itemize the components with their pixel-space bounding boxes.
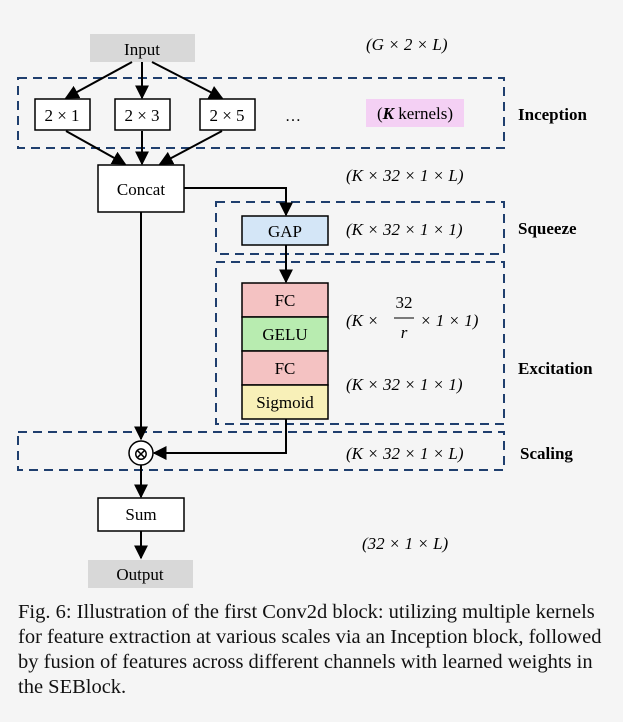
fc1-shape: (K × 32 r × 1 × 1): [346, 293, 479, 342]
kernel-2x5-box: [199, 98, 256, 131]
gelu-label: GELU: [262, 325, 307, 344]
arrow-k1-concat: [65, 130, 127, 165]
scaling-shape: (K × 32 × 1 × L): [346, 444, 464, 463]
scaling-label: Scaling: [520, 444, 573, 463]
input-shape: (G × 2 × L): [366, 35, 448, 54]
fc2-label: FC: [275, 359, 296, 378]
sigmoid-label: Sigmoid: [256, 393, 314, 412]
gap-box: [241, 215, 329, 246]
arrow-concat-gap: [184, 187, 293, 217]
fc1-label: FC: [275, 291, 296, 310]
k-kernels-label: (K kernels): [377, 104, 453, 123]
svg-text:× 1 × 1): × 1 × 1): [420, 311, 479, 330]
arrow-input-k1: [64, 61, 133, 99]
input-box: [90, 34, 195, 62]
conv2d-block-diagram: Input (G × 2 × L) 2 × 1 2 × 3 2 × 5 … (K…: [17, 34, 593, 588]
inception-region: [17, 77, 505, 149]
kernel-2x3-box: [114, 98, 171, 131]
excitation-region: [215, 261, 505, 425]
input-label: Input: [124, 40, 160, 59]
squeeze-label: Squeeze: [518, 219, 577, 238]
output-box: [88, 560, 193, 588]
arrow-input-k3: [151, 61, 224, 99]
multiply-symbol: ⊗: [133, 444, 149, 465]
fc2-shape: (K × 32 × 1 × 1): [346, 375, 463, 394]
kernel-2x3-label: 2 × 3: [124, 106, 159, 125]
excitation-label: Excitation: [518, 359, 593, 378]
sum-shape: (32 × 1 × L): [362, 534, 449, 553]
inception-label: Inception: [518, 105, 588, 124]
squeeze-region: [215, 201, 505, 255]
gap-shape: (K × 32 × 1 × 1): [346, 220, 463, 239]
output-label: Output: [116, 565, 164, 584]
fc2-box: [241, 350, 329, 386]
arrow-sigmoid-multiply: [152, 419, 287, 460]
kernel-2x1-box: [34, 98, 91, 131]
sigmoid-box: [241, 384, 329, 420]
concat-shape: (K × 32 × 1 × L): [346, 166, 464, 185]
arrow-k3-concat: [158, 130, 223, 165]
svg-text:32: 32: [396, 293, 413, 312]
svg-text:(K ×: (K ×: [346, 311, 379, 330]
gap-label: GAP: [268, 222, 302, 241]
k-kernels-badge: [366, 99, 464, 127]
sum-label: Sum: [125, 505, 156, 524]
svg-text:r: r: [401, 323, 408, 342]
kernel-ellipsis: …: [285, 108, 301, 125]
scaling-region: [17, 431, 505, 471]
figure-caption: Fig. 6: Illustration of the first Conv2d…: [18, 601, 602, 698]
concat-label: Concat: [117, 180, 165, 199]
kernel-2x1-label: 2 × 1: [44, 106, 79, 125]
kernel-2x5-label: 2 × 5: [209, 106, 244, 125]
